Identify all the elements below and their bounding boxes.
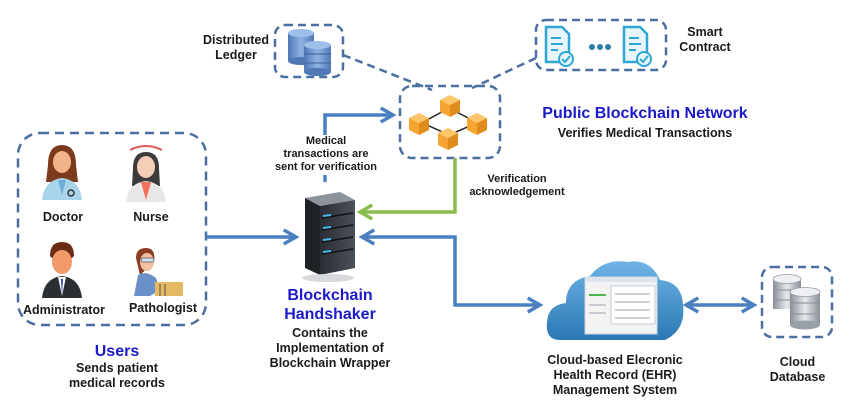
distributed-ledger-label: Distributed Ledger	[196, 33, 276, 63]
medical-transactions-label: Medical transactions are sent for verifi…	[266, 135, 386, 175]
nurse-icon	[126, 145, 166, 202]
medical-transactions-line2: transactions are	[283, 148, 369, 161]
handshaker-title-line2: Handshaker	[284, 306, 376, 324]
handshaker-desc-line2: Implementation of	[276, 341, 384, 356]
smart-contract-document-icon	[544, 25, 574, 67]
blockchain-network-box	[398, 84, 502, 160]
public-blockchain-title: Public Blockchain Network	[542, 105, 748, 122]
smart-contract-box	[534, 18, 668, 72]
ehr-line1: Cloud-based Elecronic	[547, 353, 683, 367]
administrator-icon	[42, 242, 82, 298]
smart-contract-line1: Smart	[687, 25, 723, 39]
ehr-line3: Management System	[552, 383, 678, 397]
cloud-database-icon	[772, 274, 821, 330]
public-blockchain-subtitle: Verifies Medical Transactions	[557, 126, 733, 141]
doctor-icon	[42, 145, 82, 200]
medical-transactions-line1: Medical	[305, 135, 347, 147]
role-label-administrator: Administrator	[23, 303, 105, 317]
distributed-ledger-line1: Distributed	[203, 33, 269, 47]
verification-ack-arrow	[356, 158, 457, 221]
handshaker-desc-line1: Contains the	[292, 326, 368, 341]
ledger-link	[342, 53, 433, 92]
handshaker-title-line1: Blockchain	[287, 287, 373, 304]
smart-contract-line2: Contract	[679, 40, 731, 54]
medical-transactions-line3: sent for verification	[274, 161, 378, 174]
server-icon	[302, 192, 355, 282]
verification-line1: Verification	[487, 173, 547, 185]
handshaker-ehr-arrow	[358, 228, 544, 314]
smart-contract-label: Smart Contract	[670, 25, 740, 55]
cloud-icon	[546, 261, 684, 340]
distributed-ledger-box	[273, 23, 345, 79]
ehr-label: Cloud-based Elecronic Health Record (EHR…	[530, 353, 700, 398]
role-label-doctor: Doctor	[42, 210, 84, 224]
pathologist-icon	[134, 248, 183, 296]
verification-ack-label: Verification acknowledgement	[462, 173, 572, 199]
distributed-ledger-database-icon	[288, 29, 331, 76]
users-subtitle-line2: medical records	[69, 376, 165, 391]
users-label: Users Sends patient medical records	[52, 342, 182, 391]
cloud-database-line1: Cloud	[779, 355, 816, 369]
handshaker-desc-line3: Blockchain Wrapper	[269, 356, 391, 371]
ellipsis-icon	[589, 44, 611, 50]
public-blockchain-label: Public Blockchain Network Verifies Medic…	[525, 104, 765, 141]
cloud-database-box	[760, 265, 834, 339]
users-title: Users	[94, 343, 140, 360]
smart-contract-document-icon	[622, 25, 652, 67]
role-label-nurse: Nurse	[133, 210, 169, 224]
role-label-pathologist: Pathologist	[128, 301, 198, 315]
blockchain-network-icon	[409, 95, 487, 150]
handshaker-label: Blockchain Handshaker Contains the Imple…	[255, 286, 405, 371]
verification-line2: acknowledgement	[469, 186, 565, 199]
distributed-ledger-line2: Ledger	[215, 48, 257, 62]
contract-link	[471, 56, 537, 90]
cloud-database-label: Cloud Database	[755, 355, 840, 385]
cloud-database-line2: Database	[769, 370, 826, 384]
ehr-line2: Health Record (EHR)	[553, 368, 677, 382]
users-subtitle-line1: Sends patient	[76, 361, 158, 376]
